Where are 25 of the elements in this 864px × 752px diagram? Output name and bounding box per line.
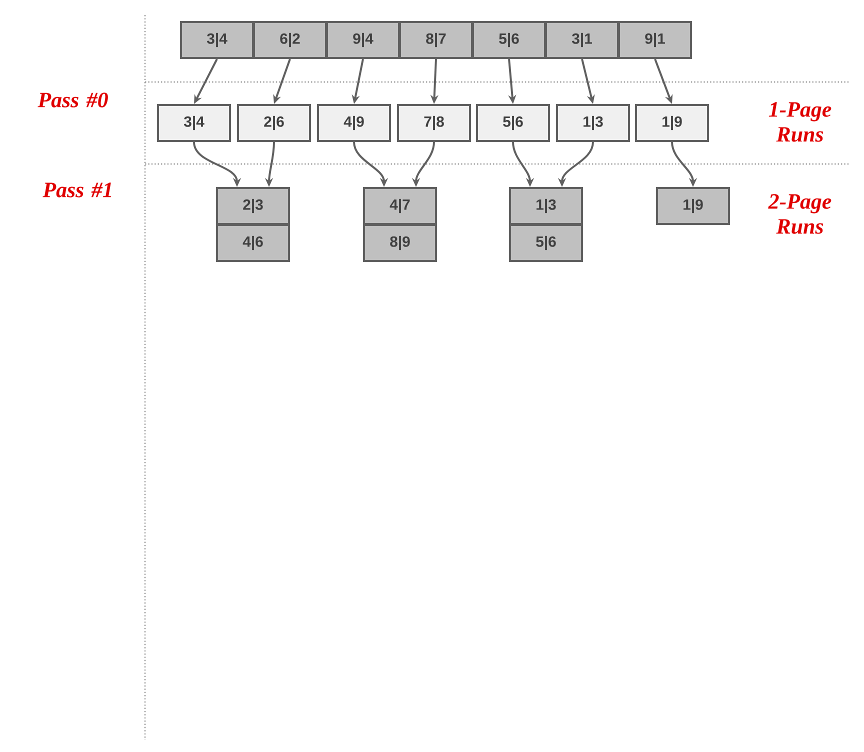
run-label: 2-Page Runs [768, 194, 832, 234]
run-page-box: 4|9 [317, 104, 391, 142]
merged-page-box: 5|6 [509, 224, 583, 262]
page-box: 8|7 [399, 21, 473, 59]
run-page-box: 2|6 [237, 104, 311, 142]
page-box: 3|4 [180, 21, 254, 59]
merged-page-box: 4|6 [216, 224, 290, 262]
page-box: 9|4 [326, 21, 400, 59]
merged-page-box: 1|3 [509, 187, 583, 225]
run-label: 1-Page Runs [768, 102, 832, 142]
page-box: 3|1 [545, 21, 619, 59]
run-page-box: 1|9 [635, 104, 709, 142]
merged-page-box: 1|9 [656, 187, 730, 225]
page-box: 6|2 [253, 21, 327, 59]
pass-label: Pass #1 [42, 182, 112, 198]
merged-page-box: 4|7 [363, 187, 437, 225]
run-page-box: 1|3 [556, 104, 630, 142]
run-page-box: 5|6 [476, 104, 550, 142]
run-page-box: 7|8 [397, 104, 471, 142]
merged-page-box: 8|9 [363, 224, 437, 262]
merged-page-box: 2|3 [216, 187, 290, 225]
run-page-box: 3|4 [157, 104, 231, 142]
page-box: 9|1 [618, 21, 692, 59]
pass-label: Pass #0 [38, 92, 108, 108]
page-box: 5|6 [472, 21, 546, 59]
